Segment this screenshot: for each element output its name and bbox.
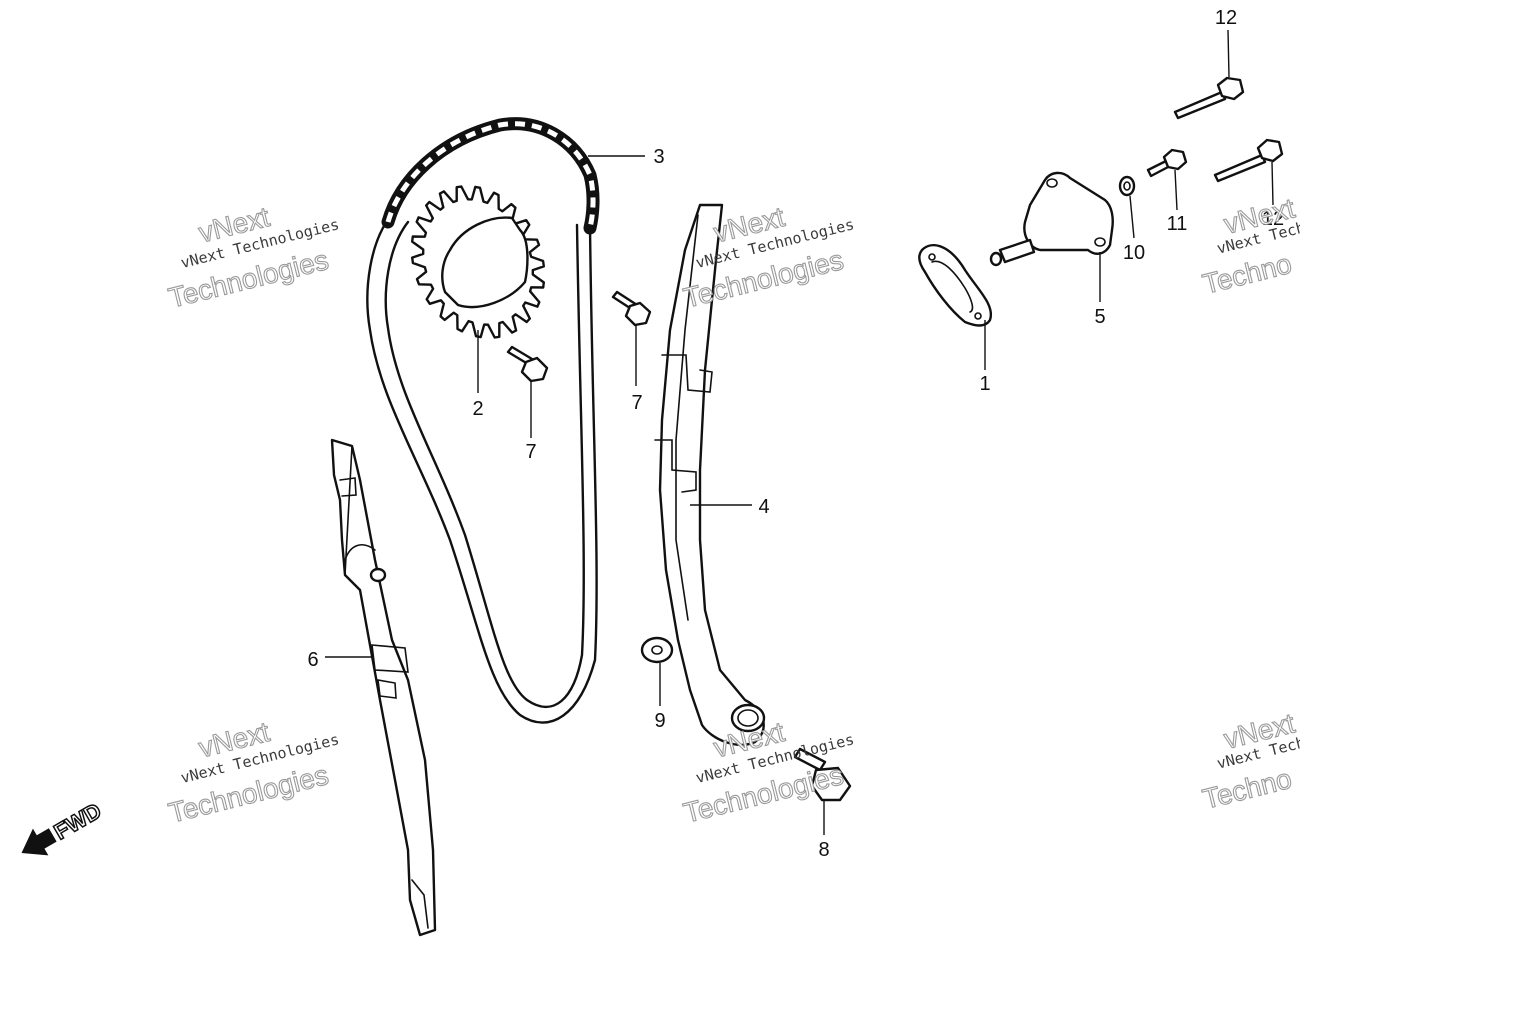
- leader-lines: [325, 29, 1274, 835]
- tensioner-gasket: [918, 244, 993, 327]
- callout-4: 4: [758, 496, 769, 518]
- callout-7-lower: 7: [525, 441, 536, 463]
- callout-8: 8: [818, 839, 829, 861]
- callout-6: 6: [307, 649, 318, 671]
- callout-9: 9: [654, 710, 665, 732]
- cam-chain-guide: [330, 438, 437, 937]
- callout-7-upper: 7: [631, 392, 642, 414]
- cam-sprocket: [411, 185, 545, 339]
- watermark-bottom-right: vNext vNext Tech Techno: [1199, 710, 1300, 815]
- watermark-top-right: vNext vNext Tech Techno: [1199, 195, 1300, 300]
- cam-chain-tensioner-arm: [654, 203, 766, 747]
- callout-3: 3: [653, 146, 664, 168]
- sealing-washer: [1118, 175, 1136, 197]
- callout-labels: 1 2 3 4 5 6 7 7 8 9 10 11 12 12: [307, 7, 1284, 861]
- watermark-top-left: vNext vNext Technologies Technologies: [165, 201, 341, 315]
- fwd-direction-indicator: FWD: [21, 797, 106, 856]
- callout-2: 2: [472, 398, 483, 420]
- bolt-7-lower: [506, 345, 549, 383]
- pivot-bolt: [793, 747, 852, 802]
- watermark-bottom-left: vNext vNext Technologies Technologies: [165, 716, 341, 830]
- svg-text:Techno: Techno: [1200, 763, 1295, 815]
- bolt-7-upper: [611, 290, 652, 327]
- callout-11: 11: [1167, 213, 1188, 235]
- fwd-arrow-icon: [21, 828, 57, 856]
- chain-links: [381, 117, 600, 235]
- cam-chain: [366, 117, 600, 724]
- callout-1: 1: [979, 373, 990, 395]
- callout-12-right: 12: [1262, 208, 1284, 230]
- long-bolt-12-upper: [1173, 76, 1245, 120]
- fwd-label: FWD: [50, 798, 106, 845]
- svg-text:Techno: Techno: [1200, 248, 1295, 300]
- small-bolt: [1146, 148, 1188, 178]
- watermark-bottom-center: vNext vNext Technologies Technologies: [680, 716, 856, 830]
- callout-10: 10: [1123, 242, 1145, 264]
- callout-12-top: 12: [1215, 7, 1237, 29]
- callout-5: 5: [1094, 306, 1105, 328]
- washer: [640, 636, 674, 664]
- long-bolt-12-lower: [1213, 138, 1284, 183]
- tensioner-lifter: [989, 171, 1114, 267]
